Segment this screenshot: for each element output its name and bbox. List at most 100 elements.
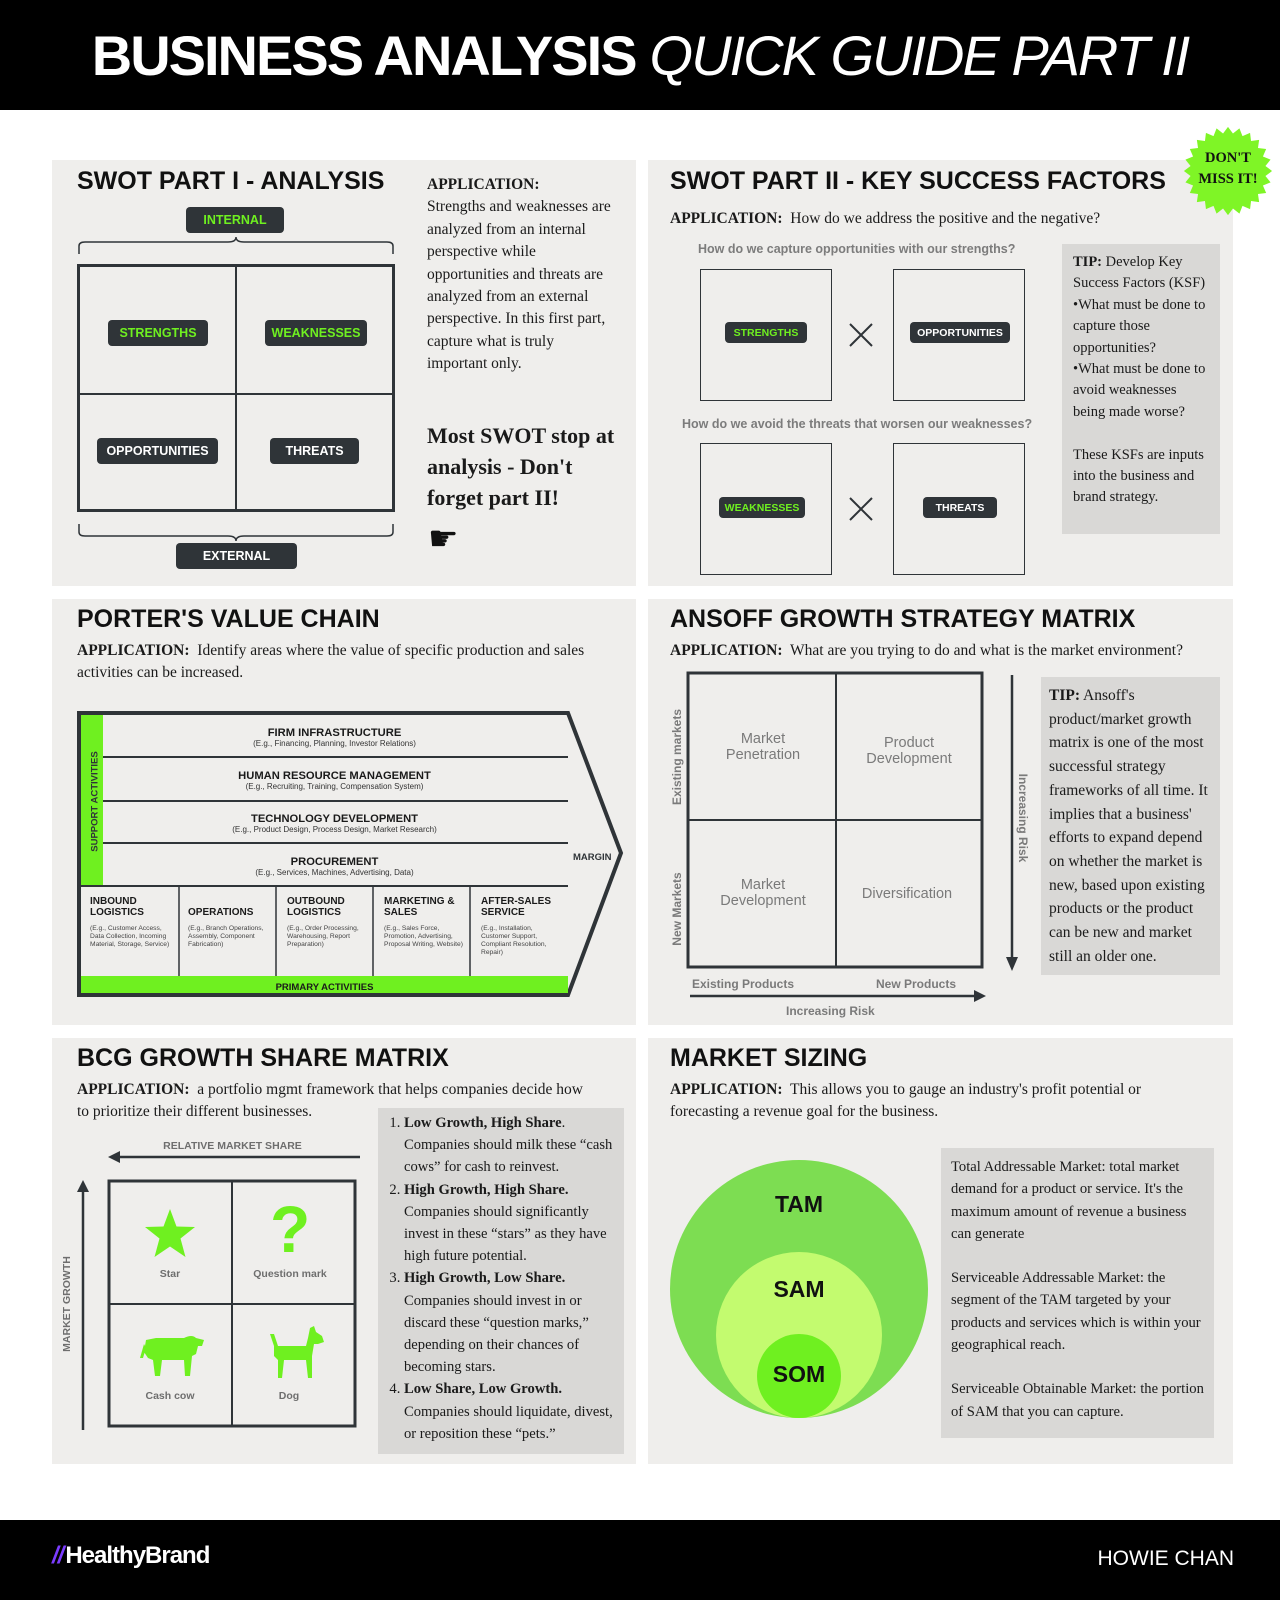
- threats-label: THREATS: [923, 497, 997, 518]
- item-head: High Growth, High Share.: [404, 1181, 569, 1198]
- support-activity-firm-infrastructure: FIRM INFRASTRUCTURE (E.g., Financing, Pl…: [104, 727, 565, 748]
- application-label: APPLICATION:: [77, 642, 190, 659]
- ansoff-diversification: Diversification: [861, 886, 953, 902]
- question-mark-label: Question mark: [253, 1268, 327, 1280]
- bcg-matrix: [107, 1179, 357, 1428]
- tam-definition: Total Addressable Market: total market d…: [951, 1159, 1187, 1242]
- increasing-risk-horizontal: Increasing Risk: [786, 1004, 875, 1018]
- item-text: Companies should liquidate, divest, or r…: [404, 1403, 613, 1442]
- dog-icon: [270, 1326, 324, 1378]
- application-label: APPLICATION:: [670, 1081, 783, 1098]
- activity-name-1: MARKETING &: [384, 896, 455, 907]
- application-label: APPLICATION:: [670, 210, 783, 227]
- swot-analysis-title: SWOT PART I - ANALYSIS: [77, 167, 385, 195]
- internal-label: INTERNAL: [186, 207, 284, 233]
- swot-ksf-application: APPLICATION: How do we address the posit…: [670, 208, 1100, 230]
- ansoff-title: ANSOFF GROWTH STRATEGY MATRIX: [670, 605, 1136, 633]
- cash-cow-label: Cash cow: [145, 1390, 195, 1402]
- primary-activities-label: PRIMARY ACTIVITIES: [275, 982, 374, 993]
- som-circle: [757, 1334, 841, 1418]
- support-activity-technology: TECHNOLOGY DEVELOPMENT (E.g., Product De…: [104, 813, 565, 834]
- activity-name: FIRM INFRASTRUCTURE: [267, 727, 402, 739]
- sam-label: SAM: [773, 1276, 825, 1302]
- item-head: Low Share, Low Growth.: [404, 1381, 562, 1398]
- activity-name: TECHNOLOGY DEVELOPMENT: [251, 813, 418, 825]
- item-head: High Growth, Low Share.: [404, 1270, 566, 1287]
- question-avoid-threats: How do we avoid the threats that worsen …: [682, 417, 1033, 431]
- activity-name-2: SERVICE: [481, 907, 525, 918]
- primary-activity-operations: OPERATIONS (E.g., Branch Operations, Ass…: [188, 896, 272, 949]
- new-markets-label: New Markets: [670, 872, 684, 946]
- opportunities-label: OPPORTUNITIES: [97, 438, 218, 464]
- support-activities-label: SUPPORT ACTIVITIES: [89, 751, 101, 852]
- sam-definition: Serviceable Addressable Market: the segm…: [951, 1270, 1201, 1354]
- bcg-application: APPLICATION: a portfolio mgmt framework …: [77, 1079, 597, 1123]
- activity-examples: (E.g., Order Processing, Warehousing, Re…: [287, 925, 359, 948]
- threats-label: THREATS: [270, 438, 359, 464]
- risk-arrow-horizontal: [690, 990, 986, 1002]
- badge-text: DON'T MISS IT!: [1183, 148, 1273, 190]
- badge-line-1: DON'T: [1205, 150, 1251, 166]
- brand-slash-icon: //: [52, 1542, 64, 1569]
- tip-label: TIP:: [1073, 254, 1102, 270]
- tip-bullet-2: •What must be done to avoid weaknesses b…: [1073, 361, 1206, 420]
- bcg-quadrant-list: Low Growth, High Share. Companies should…: [378, 1108, 624, 1454]
- opportunities-label: OPPORTUNITIES: [910, 322, 1010, 343]
- tip-label: TIP:: [1049, 687, 1080, 704]
- cash-cow-icon: [140, 1336, 204, 1376]
- star-label: Star: [159, 1268, 181, 1280]
- question-capture-opportunities: How do we capture opportunities with our…: [698, 242, 1016, 256]
- primary-activity-marketing: MARKETING &SALES (E.g., Sales Force, Pro…: [384, 896, 468, 949]
- page-header: BUSINESS ANALYSIS QUICK GUIDE PART II: [0, 0, 1280, 110]
- activity-examples: (E.g., Product Design, Process Design, M…: [232, 825, 437, 834]
- activity-examples: (E.g., Services, Machines, Advertising, …: [255, 868, 414, 877]
- page-footer: //HealthyBrand HOWIE CHAN: [0, 1520, 1280, 1600]
- application-text: How do we address the positive and the n…: [790, 210, 1101, 227]
- ansoff-product-development: Product Development: [866, 735, 952, 767]
- swot-callout: Most SWOT stop at analysis - Don't forge…: [427, 423, 615, 510]
- application-text: What are you trying to do and what is th…: [790, 642, 1183, 659]
- activity-name-2: LOGISTICS: [90, 907, 144, 918]
- application-label: APPLICATION:: [670, 642, 783, 659]
- som-definition: Serviceable Obtainable Market: the porti…: [951, 1381, 1204, 1420]
- application-text: Identify areas where the value of specif…: [77, 642, 585, 681]
- bcg-list-item: High Growth, Low Share. Companies should…: [404, 1267, 616, 1378]
- market-sizing-definitions: Total Addressable Market: total market d…: [941, 1148, 1214, 1438]
- ksf-tip-box: TIP: Develop Key Success Factors (KSF) •…: [1062, 244, 1220, 534]
- porter-title: PORTER'S VALUE CHAIN: [77, 605, 380, 633]
- tip-end: These KSFs are inputs into the business …: [1073, 446, 1204, 506]
- activity-examples: (E.g., Recruiting, Training, Compensatio…: [245, 782, 424, 791]
- strengths-label: STRENGTHS: [725, 322, 807, 343]
- ansoff-tip-box: TIP: Ansoff's product/market growth matr…: [1041, 677, 1220, 975]
- margin-label: MARGIN: [573, 852, 612, 863]
- activity-name: PROCUREMENT: [290, 856, 379, 868]
- external-label: EXTERNAL: [176, 543, 297, 569]
- activity-examples: (E.g., Customer Access, Data Collection,…: [90, 925, 170, 948]
- activity-name-1: OUTBOUND: [287, 896, 345, 907]
- weaknesses-label: WEAKNESSES: [719, 497, 805, 518]
- weaknesses-label: WEAKNESSES: [265, 320, 367, 346]
- increasing-risk-vertical: Increasing Risk: [1016, 773, 1030, 863]
- swot-grid-hline: [77, 393, 395, 395]
- panel-porter: [52, 599, 636, 1025]
- market-growth-label: MARKET GROWTH: [61, 1256, 73, 1352]
- support-activity-hrm: HUMAN RESOURCE MANAGEMENT (E.g., Recruit…: [104, 770, 565, 791]
- panel-swot-analysis: [52, 160, 636, 586]
- dont-miss-it-badge: [1183, 126, 1273, 216]
- market-growth-arrow: [77, 1180, 89, 1430]
- item-text: Companies should significantly invest in…: [404, 1203, 607, 1265]
- star-icon: [145, 1209, 195, 1257]
- swot-analysis-application: APPLICATION: Strengths and weaknesses ar…: [427, 174, 617, 376]
- tam-label: TAM: [774, 1191, 824, 1217]
- item-text: Companies should invest in or discard th…: [404, 1292, 589, 1376]
- activity-name-2: SALES: [384, 907, 418, 918]
- page-title-bold: BUSINESS ANALYSIS: [91, 23, 638, 87]
- question-mark-icon: ?: [270, 1192, 311, 1266]
- application-label: APPLICATION:: [77, 1081, 190, 1098]
- dog-label: Dog: [278, 1390, 300, 1402]
- activity-examples: (E.g., Financing, Planning, Investor Rel…: [253, 739, 416, 748]
- activity-examples: (E.g., Branch Operations, Assembly, Comp…: [188, 925, 264, 948]
